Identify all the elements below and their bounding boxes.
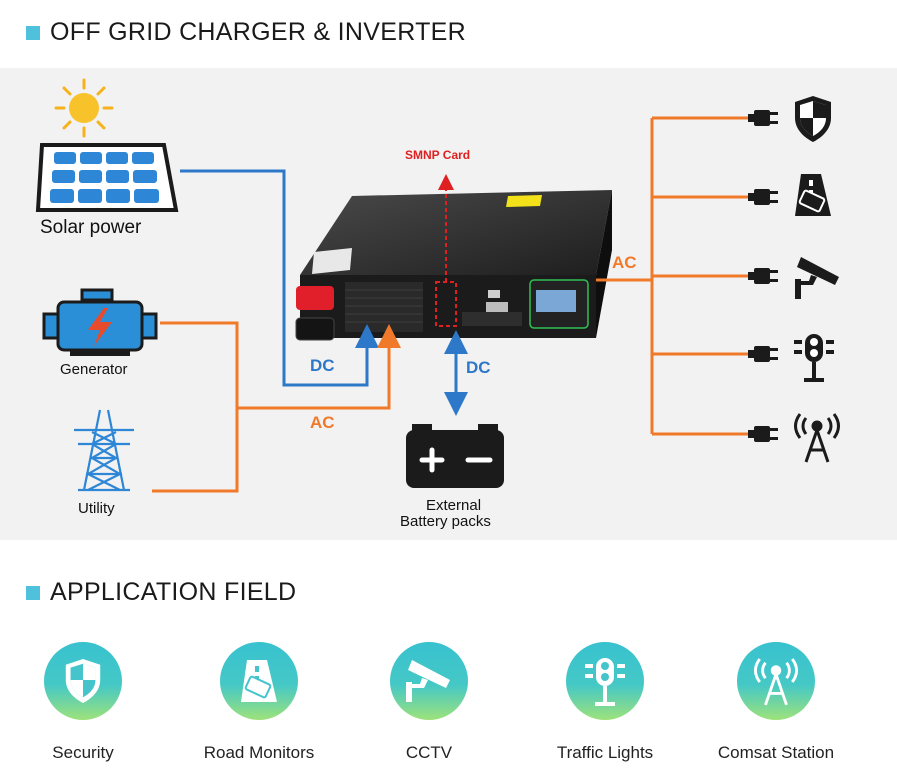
header-square-icon	[26, 25, 40, 40]
header-square-icon	[26, 585, 40, 600]
utility-tower-icon	[74, 409, 134, 492]
section-header-off-grid: OFF GRID CHARGER & INVERTER	[26, 18, 466, 47]
application-label: Comsat Station	[717, 743, 835, 762]
application-label: Security	[52, 743, 114, 762]
application-circle	[220, 642, 298, 720]
section-title: OFF GRID CHARGER & INVERTER	[50, 18, 467, 46]
cctv-icon	[406, 660, 450, 702]
solar-dc-line	[180, 169, 379, 387]
sun-icon	[54, 78, 114, 138]
application-circle	[737, 642, 815, 720]
application-comsat-station: Comsat Station	[696, 642, 856, 763]
antenna-icon	[794, 413, 840, 463]
traffic-light-icon	[585, 658, 625, 706]
ac-input-label: AC	[310, 413, 335, 432]
inverter-unit	[295, 190, 612, 341]
application-circle	[44, 642, 122, 720]
ac-input-line	[237, 324, 401, 410]
section-title: APPLICATION FIELD	[50, 578, 297, 606]
smnp-card-connector	[435, 174, 457, 327]
application-circle	[566, 642, 644, 720]
ac-output-label: AC	[612, 253, 637, 272]
traffic-light-icon	[794, 334, 834, 382]
plug-icons	[748, 110, 778, 442]
section-header-application: APPLICATION FIELD	[26, 578, 296, 607]
solar-power-label: Solar power	[40, 217, 142, 238]
cctv-icon	[795, 257, 839, 299]
shield-icon	[65, 659, 101, 703]
battery-label-line1: External	[426, 497, 482, 514]
battery-icon	[406, 424, 504, 488]
dc-battery-label: DC	[466, 358, 491, 377]
application-cctv: CCTV	[349, 642, 509, 763]
generator-ac-line	[160, 321, 239, 408]
generator-label: Generator	[60, 361, 128, 378]
application-label: Traffic Lights	[556, 743, 654, 762]
shield-icon	[795, 96, 831, 142]
utility-ac-line	[152, 408, 239, 493]
solar-panel-icon	[35, 143, 179, 212]
application-security: Security	[3, 642, 163, 763]
application-label: CCTV	[405, 743, 453, 762]
antenna-icon	[754, 658, 798, 706]
dc-solar-label: DC	[310, 356, 335, 375]
ac-output-lines	[596, 116, 748, 436]
smnp-card-label: SMNP Card	[405, 148, 471, 162]
road-monitor-icon	[795, 174, 831, 216]
application-circle	[390, 642, 468, 720]
road-monitor-icon	[241, 660, 277, 702]
application-road-monitors: Road Monitors	[179, 642, 339, 763]
application-traffic-lights: Traffic Lights	[525, 642, 685, 763]
utility-label: Utility	[78, 500, 115, 517]
battery-label-line2: Battery packs	[400, 513, 491, 530]
application-label: Road Monitors	[203, 743, 315, 762]
generator-icon	[42, 288, 158, 356]
